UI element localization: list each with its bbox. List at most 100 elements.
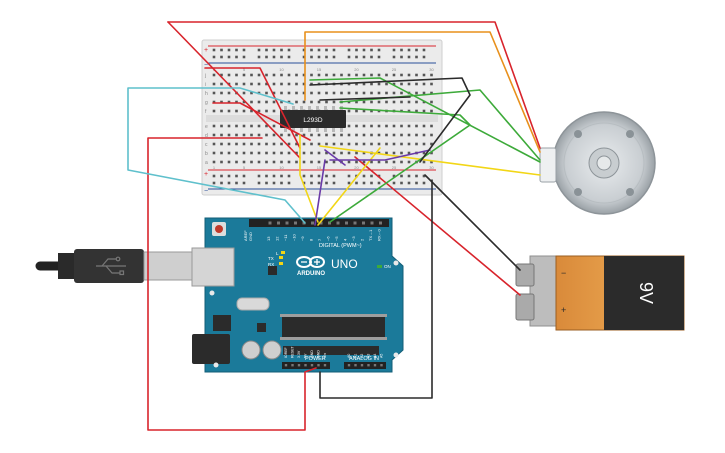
rail-hole[interactable]	[280, 48, 283, 52]
rail-hole[interactable]	[332, 174, 336, 178]
breadboard-hole[interactable]	[325, 142, 328, 146]
breadboard-hole[interactable]	[280, 142, 283, 146]
rail-hole[interactable]	[407, 174, 411, 178]
rail-hole[interactable]	[332, 55, 336, 59]
breadboard-hole[interactable]	[370, 160, 373, 164]
breadboard-hole[interactable]	[355, 100, 358, 104]
breadboard-hole[interactable]	[370, 109, 373, 113]
breadboard-hole[interactable]	[415, 100, 418, 104]
breadboard-hole[interactable]	[265, 124, 268, 128]
breadboard-hole[interactable]	[317, 91, 321, 95]
rail-hole[interactable]	[272, 181, 276, 185]
breadboard-hole[interactable]	[310, 82, 313, 86]
breadboard-hole[interactable]	[362, 124, 366, 128]
rail-hole[interactable]	[325, 55, 328, 59]
wire-purple-d5[interactable]	[314, 159, 326, 226]
breadboard-hole[interactable]	[325, 91, 328, 95]
battery-9v[interactable]: − + 9V	[515, 255, 685, 331]
breadboard-hole[interactable]	[430, 73, 433, 77]
digital-pin[interactable]	[294, 221, 297, 225]
breadboard-hole[interactable]	[325, 160, 328, 164]
breadboard-hole[interactable]	[355, 151, 358, 155]
breadboard-hole[interactable]	[385, 82, 388, 86]
breadboard-hole[interactable]	[392, 151, 396, 155]
breadboard-hole[interactable]	[317, 142, 321, 146]
rail-hole[interactable]	[407, 55, 411, 59]
breadboard-holes[interactable]	[212, 48, 433, 185]
breadboard-hole[interactable]	[265, 151, 268, 155]
breadboard-hole[interactable]	[227, 100, 231, 104]
breadboard-hole[interactable]	[325, 73, 328, 77]
wire-red-diagonal[interactable]	[167, 21, 301, 159]
breadboard-hole[interactable]	[422, 160, 426, 164]
breadboard-hole[interactable]	[212, 73, 216, 77]
breadboard-hole[interactable]	[265, 73, 268, 77]
breadboard-hole[interactable]	[280, 82, 283, 86]
rail-hole[interactable]	[355, 48, 358, 52]
breadboard-hole[interactable]	[302, 151, 306, 155]
breadboard-hole[interactable]	[242, 142, 246, 146]
breadboard-hole[interactable]	[347, 133, 351, 137]
breadboard-hole[interactable]	[295, 133, 298, 137]
breadboard-hole[interactable]	[302, 133, 306, 137]
breadboard-hole[interactable]	[392, 160, 396, 164]
rail-hole[interactable]	[325, 48, 328, 52]
rail-hole[interactable]	[235, 48, 238, 52]
breadboard-hole[interactable]	[302, 91, 306, 95]
breadboard-hole[interactable]	[407, 124, 411, 128]
breadboard-hole[interactable]	[220, 82, 223, 86]
rail-hole[interactable]	[212, 48, 216, 52]
breadboard-hole[interactable]	[242, 73, 246, 77]
breadboard-hole[interactable]	[242, 82, 246, 86]
breadboard-hole[interactable]	[220, 73, 223, 77]
wire-orange-motor[interactable]	[304, 31, 541, 153]
breadboard-hole[interactable]	[220, 160, 223, 164]
breadboard-hole[interactable]	[317, 151, 321, 155]
breadboard-hole[interactable]	[265, 100, 268, 104]
rail-hole[interactable]	[257, 48, 261, 52]
rail-hole[interactable]	[347, 174, 351, 178]
breadboard-hole[interactable]	[317, 100, 321, 104]
wire-red-5v[interactable]	[147, 137, 317, 431]
breadboard-hole[interactable]	[295, 82, 298, 86]
breadboard-hole[interactable]	[242, 91, 246, 95]
breadboard-hole[interactable]	[272, 133, 276, 137]
breadboard-hole[interactable]	[377, 82, 381, 86]
digital-pin[interactable]	[268, 221, 272, 225]
wire-green-d6[interactable]	[329, 107, 471, 223]
rail-hole[interactable]	[212, 55, 216, 59]
breadboard-hole[interactable]	[250, 73, 253, 77]
breadboard-hole[interactable]	[295, 160, 298, 164]
wire-yellow-motor[interactable]	[319, 145, 541, 176]
breadboard-hole[interactable]	[407, 109, 411, 113]
breadboard-hole[interactable]	[272, 73, 276, 77]
breadboard-hole[interactable]	[332, 142, 336, 146]
breadboard-hole[interactable]	[287, 160, 291, 164]
breadboard-hole[interactable]	[347, 73, 351, 77]
analog-header[interactable]	[344, 362, 386, 369]
breadboard-hole[interactable]	[377, 160, 381, 164]
rail-hole[interactable]	[415, 174, 418, 178]
breadboard-hole[interactable]	[257, 142, 261, 146]
breadboard-hole[interactable]	[280, 73, 283, 77]
breadboard-hole[interactable]	[272, 124, 276, 128]
breadboard-hole[interactable]	[370, 100, 373, 104]
digital-pin[interactable]	[277, 221, 280, 225]
l293d-chip[interactable]: L293D	[280, 106, 346, 132]
breadboard-hole[interactable]	[407, 133, 411, 137]
rail-hole[interactable]	[227, 181, 231, 185]
breadboard-hole[interactable]	[347, 109, 351, 113]
breadboard-hole[interactable]	[265, 142, 268, 146]
breadboard-hole[interactable]	[400, 133, 403, 137]
breadboard-hole[interactable]	[227, 133, 231, 137]
rail-hole[interactable]	[310, 174, 313, 178]
breadboard-hole[interactable]	[212, 160, 216, 164]
breadboard-hole[interactable]	[355, 82, 358, 86]
breadboard-hole[interactable]	[392, 73, 396, 77]
breadboard-hole[interactable]	[362, 142, 366, 146]
wire-yellow-center[interactable]	[317, 147, 381, 226]
rail-hole[interactable]	[272, 174, 276, 178]
breadboard-hole[interactable]	[347, 124, 351, 128]
breadboard-hole[interactable]	[295, 73, 298, 77]
breadboard-hole[interactable]	[280, 160, 283, 164]
